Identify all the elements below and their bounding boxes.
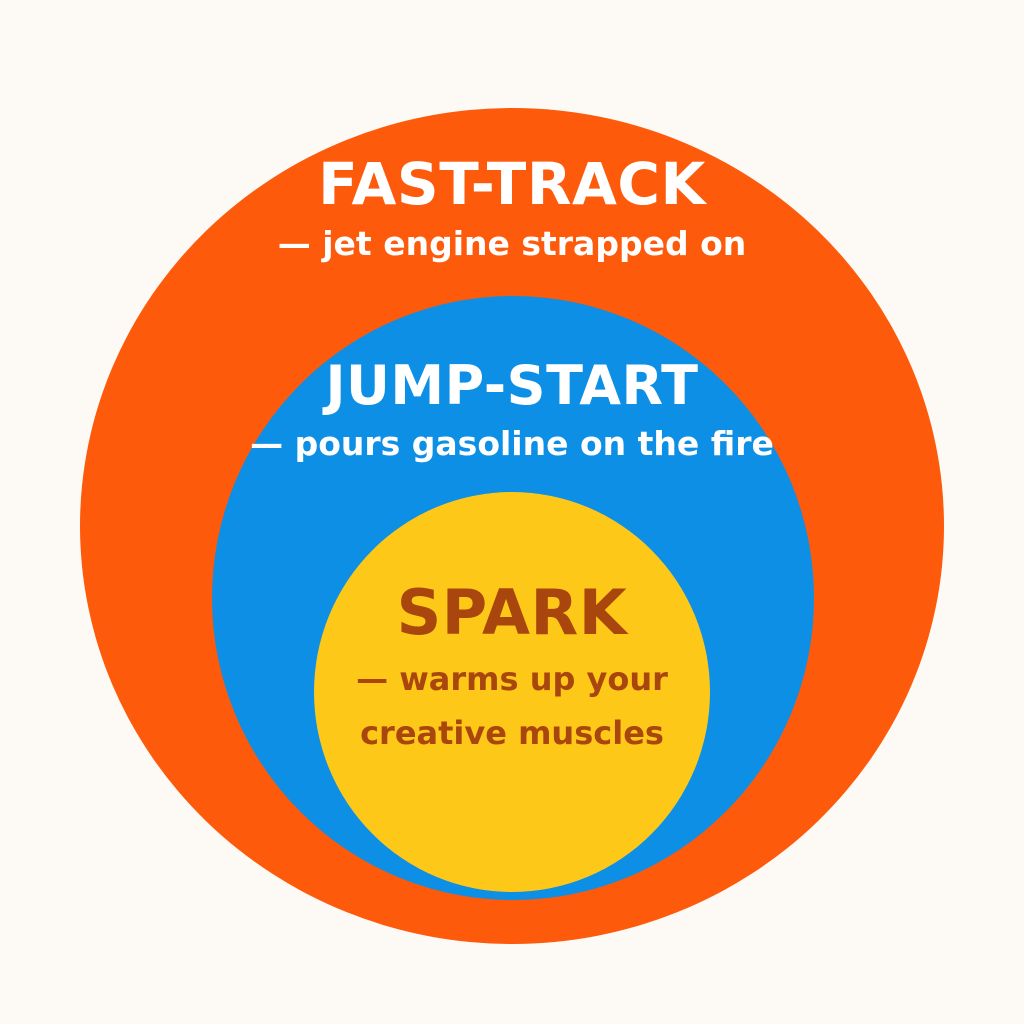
jump-start-subtitle: — pours gasoline on the fire xyxy=(250,424,774,463)
spark-title: SPARK xyxy=(396,576,628,649)
spark-subtitle-line2: creative muscles xyxy=(360,714,664,752)
fast-track-title: FAST-TRACK xyxy=(318,150,706,218)
inner-circle-spark xyxy=(314,492,710,892)
jump-start-title: JUMP-START xyxy=(325,354,699,417)
spark-subtitle-line1: — warms up your xyxy=(356,660,668,698)
fast-track-subtitle: — jet engine strapped on xyxy=(277,224,747,263)
